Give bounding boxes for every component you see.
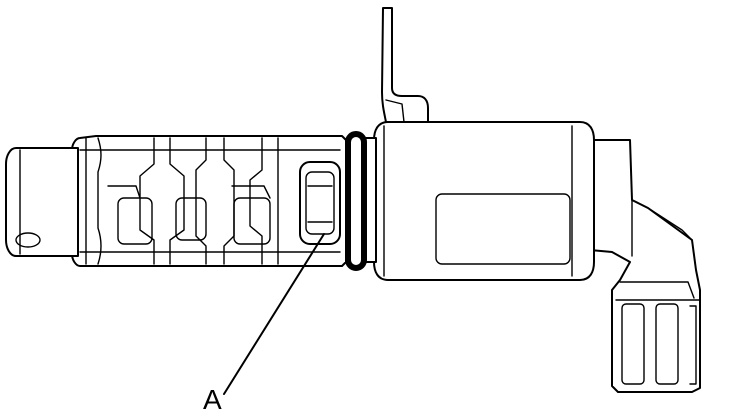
callout-a-leader-line [223,233,325,395]
filter-screen [299,161,341,245]
inlet-nozzle [5,147,79,257]
solenoid-body [373,121,595,281]
spool-valve-sleeve [71,135,347,267]
callout-label-a: A [203,384,222,415]
o-ring [345,131,367,271]
mounting-bracket [381,7,429,123]
electrical-connector [589,139,701,393]
body-label-recess [435,193,571,265]
